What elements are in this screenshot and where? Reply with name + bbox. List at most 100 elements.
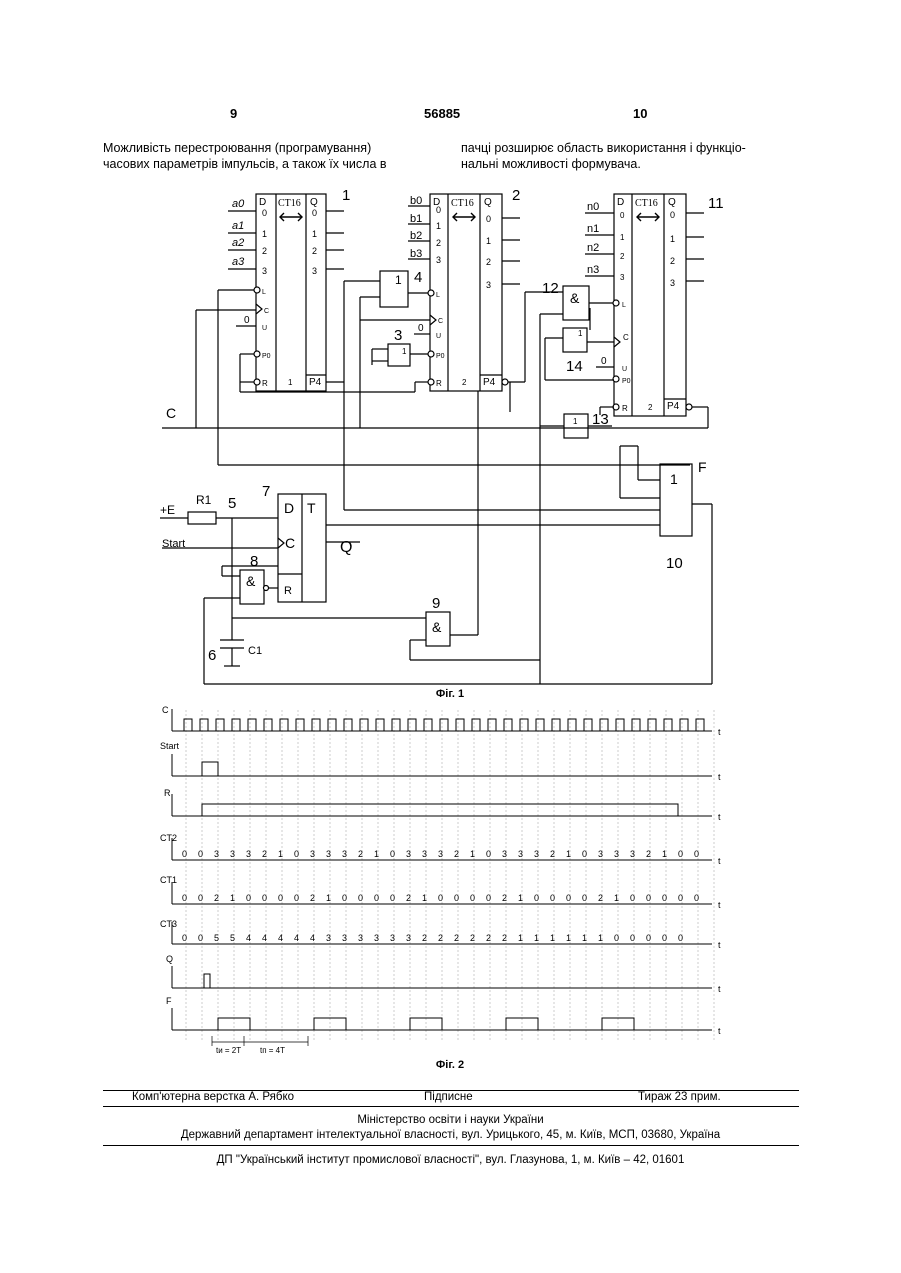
svg-text:1: 1 bbox=[262, 229, 267, 239]
counter-value: 0 bbox=[486, 893, 491, 903]
row-label-r: R bbox=[164, 788, 171, 798]
counter-value: 1 bbox=[422, 893, 427, 903]
counter-value: 0 bbox=[630, 893, 635, 903]
counter-value: 3 bbox=[230, 849, 235, 859]
flipflop-t: T bbox=[307, 500, 316, 516]
counter-value: 1 bbox=[614, 893, 619, 903]
pin-c: C bbox=[438, 318, 443, 325]
callout-11: 11 bbox=[708, 195, 724, 212]
counter-value: 0 bbox=[582, 893, 587, 903]
footer-institute: ДП "Український інститут промислової вла… bbox=[0, 1154, 901, 1166]
svg-text:2: 2 bbox=[312, 246, 317, 256]
stage-number: 1 bbox=[288, 378, 293, 387]
svg-text:3: 3 bbox=[670, 278, 675, 288]
callout-12: 12 bbox=[542, 280, 559, 297]
time-axis-label: t bbox=[718, 984, 721, 994]
counter-value: 0 bbox=[662, 933, 667, 943]
counter-label: СТ16 bbox=[451, 198, 474, 209]
text-line: пачці розширює область використання і фу… bbox=[461, 140, 791, 156]
footer-ministry: Міністерство освіти і науки України bbox=[0, 1114, 901, 1126]
pin-p4: P4 bbox=[667, 401, 680, 412]
counter-value: 0 bbox=[358, 893, 363, 903]
text-line: Можливість перестроювання (програмування… bbox=[103, 140, 421, 156]
input-b2: b2 bbox=[410, 230, 422, 242]
input-b1: b1 bbox=[410, 213, 422, 225]
counter-value: 2 bbox=[502, 933, 507, 943]
counter-value: 3 bbox=[342, 933, 347, 943]
patent-number: 56885 bbox=[424, 106, 460, 121]
callout-9: 9 bbox=[432, 595, 440, 612]
callout-3: 3 bbox=[394, 327, 402, 344]
counter-value: 0 bbox=[614, 933, 619, 943]
pin-q: Q bbox=[310, 197, 318, 208]
svg-text:0: 0 bbox=[436, 205, 441, 215]
reset-level bbox=[202, 804, 678, 816]
row-label-q: Q bbox=[166, 954, 173, 964]
counter-value: 0 bbox=[662, 893, 667, 903]
svg-text:2: 2 bbox=[436, 238, 441, 248]
stage-number: 2 bbox=[462, 378, 467, 387]
input-n0: n0 bbox=[587, 201, 599, 213]
counter-value: 1 bbox=[598, 933, 603, 943]
counter-value: 2 bbox=[358, 849, 363, 859]
callout-2: 2 bbox=[512, 187, 520, 204]
time-axis-label: t bbox=[718, 727, 721, 737]
callout-4: 4 bbox=[414, 269, 422, 286]
time-axis-label: t bbox=[718, 772, 721, 782]
counter-value: 1 bbox=[566, 849, 571, 859]
pin-q: Q bbox=[484, 197, 492, 208]
pin-r: R bbox=[436, 379, 442, 388]
pin-d: D bbox=[259, 197, 266, 208]
counter-value: 1 bbox=[374, 849, 379, 859]
pin-zero: 0 bbox=[418, 323, 424, 334]
counter-value: 3 bbox=[630, 849, 635, 859]
footer-typeset: Комп'ютерна верстка А. Рябко bbox=[132, 1091, 294, 1103]
signal-start: Start bbox=[162, 538, 185, 550]
page-number-left: 9 bbox=[230, 106, 237, 121]
time-axis-label: t bbox=[718, 940, 721, 950]
counter-value: 1 bbox=[534, 933, 539, 943]
counter-value: 2 bbox=[646, 849, 651, 859]
gate-3-symbol: 1 bbox=[402, 347, 407, 356]
pin-p4: P4 bbox=[483, 377, 496, 388]
counter-value: 1 bbox=[566, 933, 571, 943]
counter-value: 0 bbox=[486, 849, 491, 859]
counter-value: 0 bbox=[198, 933, 203, 943]
counter-value: 1 bbox=[326, 893, 331, 903]
counter-value: 2 bbox=[486, 933, 491, 943]
figure-1-caption: Фіг. 1 bbox=[436, 688, 464, 700]
pin-l: L bbox=[436, 292, 440, 299]
counter-value: 4 bbox=[246, 933, 251, 943]
counter-value: 2 bbox=[214, 893, 219, 903]
input-a0: a0 bbox=[232, 198, 245, 210]
svg-text:3: 3 bbox=[312, 266, 317, 276]
counter-value: 0 bbox=[550, 893, 555, 903]
svg-text:1: 1 bbox=[436, 221, 441, 231]
counter-value: 0 bbox=[342, 893, 347, 903]
row-label-start: Start bbox=[160, 741, 180, 751]
svg-text:0: 0 bbox=[670, 210, 675, 220]
input-a1: a1 bbox=[232, 220, 244, 232]
pin-u: U bbox=[262, 325, 267, 332]
gate-9-symbol: & bbox=[432, 619, 442, 635]
counter-value: 2 bbox=[598, 893, 603, 903]
counter-value: 0 bbox=[630, 933, 635, 943]
flipflop-c: C bbox=[285, 535, 295, 551]
gate-14-symbol: 1 bbox=[578, 329, 583, 338]
svg-text:2: 2 bbox=[262, 246, 267, 256]
figure-2-caption: Фіг. 2 bbox=[436, 1059, 464, 1070]
counter-value: 0 bbox=[278, 893, 283, 903]
text-line: часових параметрів імпульсів, а також їх… bbox=[103, 156, 421, 172]
counter-value: 2 bbox=[454, 849, 459, 859]
callout-10: 10 bbox=[666, 555, 683, 572]
counter-value: 2 bbox=[406, 893, 411, 903]
q-pulse bbox=[204, 974, 210, 988]
input-n3: n3 bbox=[587, 264, 599, 276]
counter-value: 1 bbox=[518, 893, 523, 903]
counter-value: 0 bbox=[262, 893, 267, 903]
counter-value: 0 bbox=[566, 893, 571, 903]
signal-clock: C bbox=[166, 405, 176, 421]
svg-text:0: 0 bbox=[486, 214, 491, 224]
svg-text:1: 1 bbox=[620, 233, 625, 242]
label-r1: R1 bbox=[196, 493, 212, 507]
